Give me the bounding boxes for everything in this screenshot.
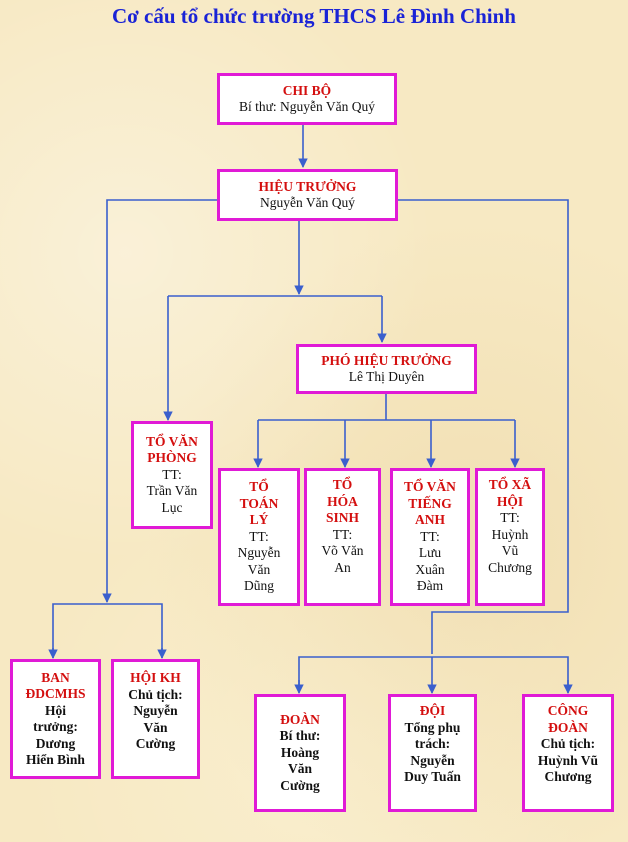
node-doi: ĐỘI Tổng phụ trách: Nguyễn Duy Tuấn bbox=[388, 694, 477, 812]
node-text: Chủ tịch: bbox=[540, 736, 596, 751]
node-heading: HỘI KH bbox=[130, 670, 181, 685]
node-heading: SINH bbox=[325, 510, 359, 525]
node-heading: PHÓ HIỆU TRƯỞNG bbox=[321, 352, 452, 368]
node-text: Lục bbox=[161, 499, 183, 515]
node-heading: HỘI bbox=[496, 493, 524, 509]
node-heading: TOÁN bbox=[239, 495, 279, 511]
node-text: TT: bbox=[162, 466, 182, 482]
node-text: Cường bbox=[280, 777, 320, 793]
node-to-xa-hoi: TỔ XÃ HỘI TT: Huỳnh Vũ Chương bbox=[475, 468, 545, 606]
node-text: Lê Thị Duyên bbox=[348, 369, 425, 384]
node-text: Huỳnh bbox=[491, 526, 529, 542]
node-heading: CHI BỘ bbox=[282, 82, 332, 98]
node-text: TT: bbox=[500, 510, 520, 525]
node-text: Đàm bbox=[416, 578, 444, 594]
node-heading: TỔ XÃ bbox=[488, 477, 532, 492]
node-text: Trần Văn bbox=[146, 483, 198, 499]
node-text: trách: bbox=[414, 736, 451, 751]
connector-hieutruong-right bbox=[397, 199, 569, 654]
node-text: Võ Văn bbox=[321, 543, 364, 558]
connector-right-split bbox=[298, 656, 569, 692]
node-heading: ĐỘI bbox=[419, 703, 446, 718]
node-text: Hội bbox=[44, 702, 66, 718]
node-text: Cường bbox=[135, 736, 176, 751]
node-ban-ddcmhs: BAN ĐDCMHS Hội trưởng: Dương Hiển Bình bbox=[10, 659, 101, 779]
connector-hieutruong-left bbox=[102, 199, 219, 603]
node-to-hoa-sinh: TỔ HÓA SINH TT: Võ Văn An bbox=[304, 468, 381, 606]
node-heading: ĐDCMHS bbox=[25, 686, 86, 701]
node-heading: ĐOÀN bbox=[548, 719, 588, 735]
node-text: Lưu bbox=[418, 545, 442, 561]
node-heading: TỔ VĂN bbox=[404, 479, 456, 495]
node-text: Nguyễn bbox=[410, 752, 455, 768]
node-text: TT: bbox=[332, 526, 353, 542]
node-doan: ĐOÀN Bí thư: Hoàng Văn Cường bbox=[254, 694, 346, 812]
node-text: Bí thư: bbox=[279, 728, 321, 744]
node-pho-hieu-truong: PHÓ HIỆU TRƯỞNG Lê Thị Duyên bbox=[296, 344, 477, 394]
node-heading: TỔ bbox=[332, 477, 353, 492]
node-heading: PHÒNG bbox=[147, 450, 197, 466]
node-text: An bbox=[334, 559, 351, 575]
node-text: Chương bbox=[488, 559, 532, 575]
node-text: Nguyễn Văn Quý bbox=[260, 195, 355, 210]
diagram-title: Cơ cấu tổ chức trường THCS Lê Đình Chinh bbox=[112, 4, 516, 28]
node-text: Văn bbox=[247, 561, 271, 577]
node-text: Duy Tuấn bbox=[404, 769, 461, 784]
node-heading: HIỆU TRƯỞNG bbox=[258, 178, 357, 194]
node-text: Hiển Bình bbox=[26, 752, 85, 767]
node-cong-doan: CÔNG ĐOÀN Chủ tịch: Huỳnh Vũ Chương bbox=[522, 694, 614, 812]
node-text: trưởng: bbox=[33, 719, 78, 734]
node-text: Văn bbox=[287, 761, 312, 777]
node-chi-bo: CHI BỘ Bí thư: Nguyễn Văn Quý bbox=[217, 73, 397, 125]
node-text: TT: bbox=[420, 528, 440, 544]
node-heading: ĐOÀN bbox=[280, 711, 320, 727]
node-heading: BAN bbox=[41, 669, 70, 685]
node-heading: CÔNG bbox=[547, 703, 589, 718]
node-heading: HÓA bbox=[327, 493, 358, 509]
node-text: Huỳnh Vũ bbox=[537, 752, 599, 768]
node-text: Hoàng bbox=[280, 744, 320, 760]
node-text: Tổng phụ bbox=[404, 719, 461, 735]
node-hieu-truong: HIỆU TRƯỞNG Nguyễn Văn Quý bbox=[217, 169, 398, 221]
node-text: Văn bbox=[143, 719, 168, 735]
node-text: Bí thư: Nguyễn Văn Quý bbox=[238, 99, 376, 114]
node-heading: LÝ bbox=[249, 512, 269, 528]
node-heading: TỔ bbox=[249, 479, 269, 495]
node-hoi-kh: HỘI KH Chủ tịch: Nguyễn Văn Cường bbox=[111, 659, 200, 779]
node-text: Dương bbox=[35, 735, 76, 751]
node-text: Dũng bbox=[244, 578, 274, 594]
node-to-toan-ly: TỔ TOÁN LÝ TT: Nguyễn Văn Dũng bbox=[218, 468, 300, 606]
node-text: Chủ tịch: bbox=[128, 686, 183, 702]
node-heading: ANH bbox=[415, 512, 445, 528]
node-to-van-tieng-anh: TỔ VĂN TIẾNG ANH TT: Lưu Xuân Đàm bbox=[390, 468, 470, 606]
node-heading: TIẾNG bbox=[408, 495, 452, 511]
node-text: TT: bbox=[249, 528, 269, 544]
connector-left-split bbox=[52, 603, 163, 658]
node-text: Chương bbox=[544, 769, 592, 784]
node-text: Vũ bbox=[501, 543, 519, 558]
node-text: Nguyễn bbox=[133, 703, 178, 718]
node-text: Nguyễn bbox=[237, 545, 281, 561]
node-text: Xuân bbox=[415, 561, 445, 577]
node-to-van-phong: TỔ VĂN PHÒNG TT: Trần Văn Lục bbox=[131, 421, 213, 529]
node-heading: TỔ VĂN bbox=[146, 433, 198, 449]
